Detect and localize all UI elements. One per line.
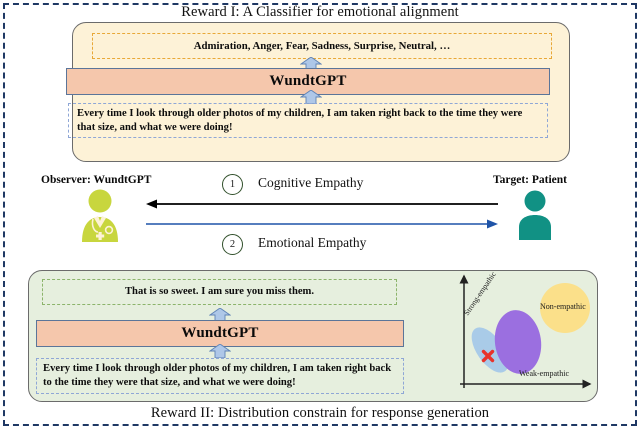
up-arrow-icon-classifier-output bbox=[300, 57, 322, 71]
doctor-avatar-icon bbox=[82, 189, 118, 242]
empathy-distribution-chart bbox=[459, 274, 592, 389]
target-label: Target: Patient bbox=[493, 174, 567, 186]
up-arrow-icon-generator-input bbox=[209, 344, 231, 358]
model-name-bottom: WundtGPT bbox=[181, 325, 259, 341]
emotion-labels-text: Admiration, Anger, Fear, Sadness, Surpri… bbox=[193, 39, 451, 52]
patient-avatar-icon bbox=[519, 190, 551, 240]
response-text: That is so sweet. I am sure you miss the… bbox=[124, 286, 315, 298]
page-title-reward-one: Reward I: A Classifier for emotional ali… bbox=[181, 4, 459, 20]
region-label-non-empathic: Non-empathic bbox=[540, 302, 586, 311]
model-bar-top: WundtGPT bbox=[66, 68, 550, 95]
up-arrow-icon-classifier-input bbox=[300, 90, 322, 104]
sample-point-marker bbox=[481, 349, 495, 363]
model-name-top: WundtGPT bbox=[269, 73, 347, 89]
emotion-labels-box: Admiration, Anger, Fear, Sadness, Surpri… bbox=[92, 33, 552, 59]
region-label-weak-empathic: Weak-empathic bbox=[519, 369, 569, 378]
emotional-empathy-arrow bbox=[146, 219, 498, 229]
region-non-empathic bbox=[540, 283, 590, 333]
response-text-box: That is so sweet. I am sure you miss the… bbox=[42, 279, 397, 305]
emotional-empathy-label: Emotional Empathy bbox=[258, 235, 367, 250]
cognitive-empathy-label: Cognitive Empathy bbox=[258, 175, 364, 190]
input-text-box-top: Every time I look through older photos o… bbox=[68, 103, 548, 138]
observer-label: Observer: WundtGPT bbox=[41, 174, 152, 186]
step-badge-1: 1 bbox=[222, 174, 243, 195]
model-bar-bottom: WundtGPT bbox=[36, 320, 404, 347]
region-weak-empathic bbox=[494, 310, 542, 374]
up-arrow-icon-generator-output bbox=[209, 308, 231, 322]
input-text-bottom: Every time I look through older photos o… bbox=[43, 363, 392, 388]
outer-dashed-frame bbox=[3, 3, 637, 426]
cognitive-empathy-arrow bbox=[146, 199, 498, 209]
page-title-reward-two: Reward II: Distribution constrain for re… bbox=[150, 405, 490, 421]
input-text-top: Every time I look through older photos o… bbox=[77, 107, 523, 133]
step-badge-2: 2 bbox=[222, 234, 243, 255]
input-text-box-bottom: Every time I look through older photos o… bbox=[36, 358, 404, 394]
region-strong-empathic bbox=[471, 327, 509, 373]
